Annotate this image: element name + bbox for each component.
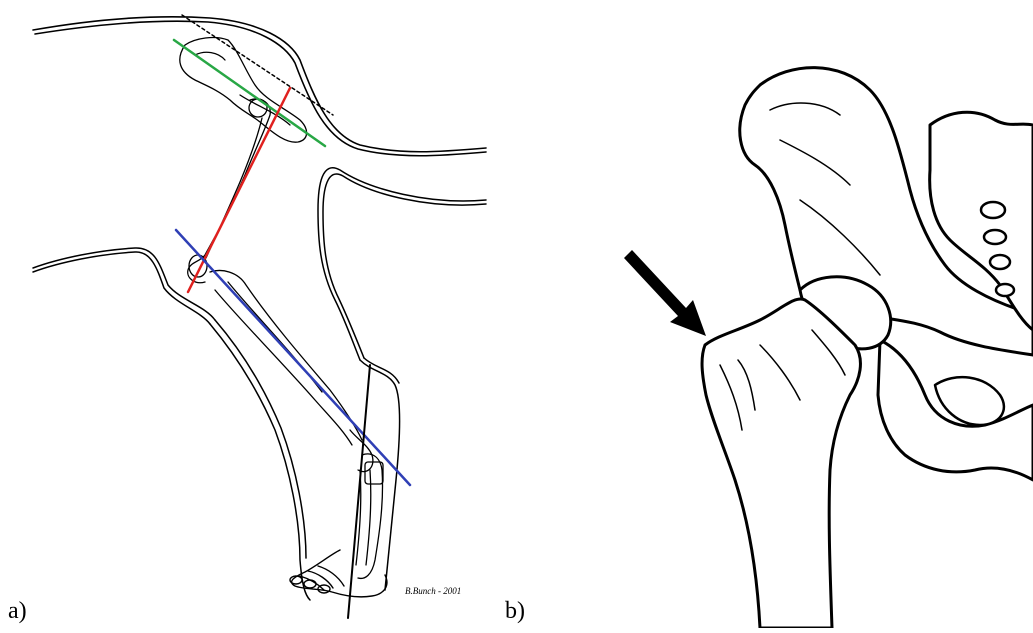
body-outline-belly bbox=[33, 248, 310, 600]
panel-a-illustration bbox=[33, 15, 486, 618]
pelvic-axis-line bbox=[174, 40, 325, 146]
arrow-pointer-icon bbox=[624, 250, 706, 336]
metatarsal-axis-line bbox=[348, 365, 370, 618]
femoral-neck-and-shaft bbox=[702, 299, 860, 628]
panel-label-b: b) bbox=[505, 599, 525, 623]
artist-signature: B.Bunch - 2001 bbox=[405, 586, 461, 596]
hind-limb-outline bbox=[318, 168, 486, 590]
panel-label-a: a) bbox=[8, 599, 27, 623]
body-outline-back bbox=[33, 17, 486, 156]
tibial-axis-line bbox=[176, 230, 410, 485]
panel-b-illustration bbox=[624, 68, 1033, 628]
tibia-bone bbox=[210, 271, 373, 472]
